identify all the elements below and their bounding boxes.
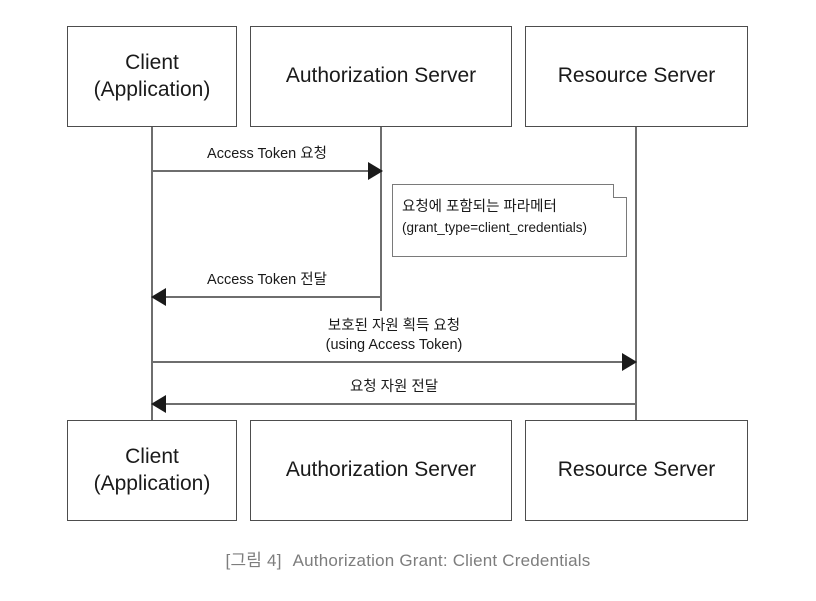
- message-protected-resource-request-subtext: (using Access Token): [325, 337, 463, 354]
- message-protected-resource-request-text: 보호된 자원 획득 요청: [327, 317, 461, 334]
- message-access-token-delivery-label: Access Token 전달: [152, 271, 382, 291]
- lifeline-footer-authorization-server: Authorization Server: [250, 420, 512, 521]
- arrowhead-right-icon: [368, 162, 383, 180]
- lifeline-header-client-line2: (Application): [93, 77, 211, 101]
- lifeline-footer-authorization-server-line1: Authorization Server: [285, 458, 477, 482]
- message-line: [152, 296, 382, 298]
- message-line: [152, 403, 636, 405]
- lifeline-footer-resource-server: Resource Server: [525, 420, 748, 521]
- lifeline-header-authorization-server-line1: Authorization Server: [285, 64, 477, 88]
- message-requested-resource-delivery-label: 요청 자원 전달: [152, 378, 636, 398]
- note-text: 요청에 포함되는 파라메터 (grant_type=client_credent…: [402, 196, 619, 239]
- lifeline-authorization-server: [380, 127, 382, 311]
- arrowhead-left-icon: [151, 288, 166, 306]
- arrowhead-right-icon: [622, 353, 637, 371]
- arrowhead-left-icon: [151, 395, 166, 413]
- lifeline-header-resource-server-line1: Resource Server: [557, 64, 716, 88]
- note-line1: 요청에 포함되는 파라메터: [402, 199, 557, 215]
- message-access-token-request-label: Access Token 요청: [152, 145, 382, 165]
- note-request-parameters: 요청에 포함되는 파라메터 (grant_type=client_credent…: [392, 184, 627, 257]
- lifeline-header-resource-server: Resource Server: [525, 26, 748, 127]
- note-folded-corner-icon: [613, 184, 627, 198]
- lifeline-footer-client-line2: (Application): [93, 471, 211, 495]
- figure-caption-text: Authorization Grant: Client Credentials: [292, 551, 591, 570]
- lifeline-footer-client-line1: Client: [125, 444, 179, 468]
- message-line: [152, 361, 636, 363]
- figure-caption: [그림 4] Authorization Grant: Client Crede…: [0, 546, 816, 571]
- lifeline-header-client-line1: Client: [125, 50, 179, 74]
- note-line2: (grant_type=client_credentials): [402, 220, 587, 236]
- message-protected-resource-request-label: 보호된 자원 획득 요청 (using Access Token): [152, 317, 636, 356]
- message-line: [152, 170, 382, 172]
- lifeline-header-authorization-server: Authorization Server: [250, 26, 512, 127]
- note-body: [392, 184, 627, 257]
- message-access-token-request-text: Access Token 요청: [207, 146, 327, 163]
- figure-caption-number: [그림 4]: [225, 551, 282, 570]
- message-access-token-delivery-text: Access Token 전달: [207, 272, 327, 289]
- message-requested-resource-delivery-text: 요청 자원 전달: [349, 379, 439, 396]
- lifeline-footer-resource-server-line1: Resource Server: [557, 458, 716, 482]
- lifeline-footer-client: Client (Application): [67, 420, 237, 521]
- lifeline-resource-server: [635, 127, 637, 421]
- lifeline-client: [151, 127, 153, 421]
- lifeline-header-client: Client (Application): [67, 26, 237, 127]
